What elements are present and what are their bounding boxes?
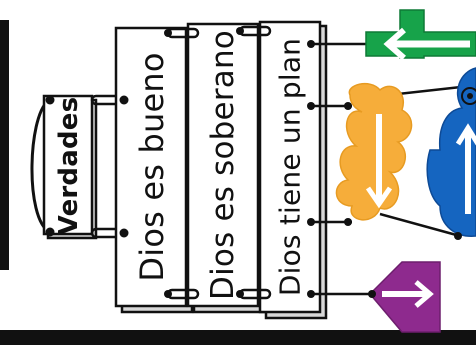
person-icon bbox=[427, 68, 476, 240]
board-text-1: Dios es bueno bbox=[133, 52, 171, 281]
arrow-icon bbox=[368, 262, 440, 332]
verdades-title: Verdades bbox=[54, 97, 84, 236]
board-text-2: Dios es soberano bbox=[205, 30, 241, 300]
cross-icon bbox=[366, 10, 476, 58]
board-text-3: Dios tiene un plan bbox=[274, 38, 307, 296]
cloud-icon bbox=[336, 84, 411, 226]
